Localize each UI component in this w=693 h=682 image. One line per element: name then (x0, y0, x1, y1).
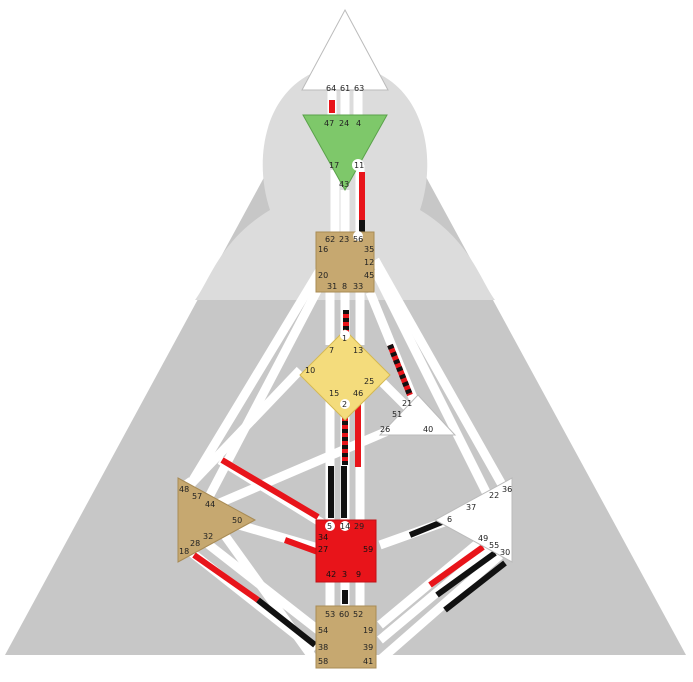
gate-marker (353, 231, 363, 241)
gate-51: 51 (392, 410, 402, 419)
gate-27: 27 (318, 545, 328, 554)
gate-22: 22 (489, 491, 499, 500)
gate-marker (325, 521, 335, 531)
gate-1: 1 (342, 334, 347, 343)
gate-44: 44 (205, 500, 215, 509)
gate-18: 18 (179, 547, 189, 556)
gate-55: 55 (489, 541, 499, 550)
gate-16: 16 (318, 245, 328, 254)
gate-30: 30 (500, 548, 510, 557)
gate-37: 37 (466, 503, 476, 512)
activations-black (256, 220, 507, 648)
gate-17: 17 (329, 161, 339, 170)
gate-39: 39 (363, 643, 373, 652)
gate-4: 4 (356, 119, 361, 128)
gate-5: 5 (327, 522, 332, 531)
gate-35: 35 (364, 245, 374, 254)
gate-38: 38 (318, 643, 328, 652)
gate-48: 48 (179, 485, 189, 494)
gate-49: 49 (478, 534, 488, 543)
gate-34: 34 (318, 533, 328, 542)
head-center (301, 8, 389, 91)
gate-21: 21 (402, 399, 412, 408)
gate-14: 14 (340, 522, 350, 531)
gate-11: 11 (354, 161, 364, 170)
gate-6: 6 (447, 515, 452, 524)
gate-42: 42 (326, 570, 336, 579)
gate-47: 47 (324, 119, 334, 128)
solar-plexus-center (433, 477, 513, 563)
throat-center (315, 231, 375, 293)
gate-9: 9 (356, 570, 361, 579)
gate-26: 26 (380, 425, 390, 434)
gate-41: 41 (363, 657, 373, 666)
gate-25: 25 (364, 377, 374, 386)
gate-28: 28 (190, 539, 200, 548)
gate-marker (352, 159, 364, 171)
gate-20: 20 (318, 271, 328, 280)
gate-43: 43 (339, 180, 349, 189)
gate-63: 63 (354, 84, 364, 93)
gate-56: 56 (353, 235, 363, 244)
gate-61: 61 (340, 84, 350, 93)
gate-marker (340, 330, 350, 340)
gate-62: 62 (325, 235, 335, 244)
gate-57: 57 (192, 492, 202, 501)
gate-10: 10 (305, 366, 315, 375)
gate-marker (340, 521, 350, 531)
gate-36: 36 (502, 485, 512, 494)
gate-8: 8 (342, 282, 347, 291)
gate-32: 32 (203, 532, 213, 541)
gate-12: 12 (364, 258, 374, 267)
gate-29: 29 (354, 522, 364, 531)
gate-13: 13 (353, 346, 363, 355)
gate-58: 58 (318, 657, 328, 666)
gate-2: 2 (342, 400, 347, 409)
heart-center (378, 394, 457, 436)
gate-24: 24 (339, 119, 349, 128)
gate-7: 7 (329, 346, 334, 355)
gate-53: 53 (325, 610, 335, 619)
gate-marker (446, 514, 456, 524)
gate-50: 50 (232, 516, 242, 525)
gate-60: 60 (339, 610, 349, 619)
gate-31: 31 (327, 282, 337, 291)
gate-marker (340, 399, 350, 409)
gate-23: 23 (339, 235, 349, 244)
spleen-center (177, 477, 257, 563)
gate-19: 19 (363, 626, 373, 635)
gate-64: 64 (326, 84, 336, 93)
gate-59: 59 (363, 545, 373, 554)
gate-15: 15 (329, 389, 339, 398)
gate-3: 3 (342, 570, 347, 579)
root-center (315, 605, 377, 669)
gate-marker (479, 533, 489, 543)
ajna-center (302, 114, 388, 192)
gate-54: 54 (318, 626, 328, 635)
gate-45: 45 (364, 271, 374, 280)
gate-40: 40 (423, 425, 433, 434)
gate-52: 52 (353, 610, 363, 619)
gate-33: 33 (353, 282, 363, 291)
g-center (299, 329, 391, 421)
gate-46: 46 (353, 389, 363, 398)
